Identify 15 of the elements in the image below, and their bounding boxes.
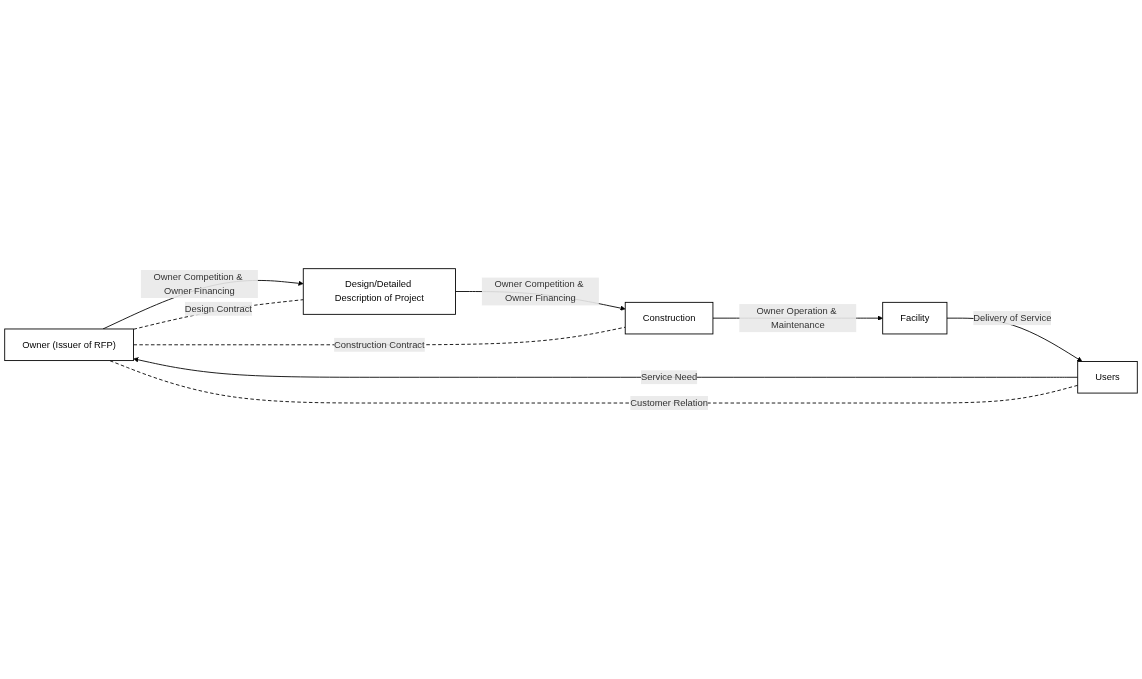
edge-label: Service Need [640, 372, 698, 383]
node-box: Owner (Issuer of RFP) [4, 328, 134, 362]
edge-label: Owner Operation & Maintenance [756, 305, 837, 330]
edge-label: Owner Competition & Owner Financing [494, 279, 584, 304]
node-box: Construction [624, 302, 714, 335]
node-box: Users [1077, 361, 1138, 394]
edge-label: Design Contract [184, 303, 252, 314]
node-box: Facility [882, 302, 948, 335]
connector [133, 299, 304, 330]
edge-label: Customer Relation [630, 397, 708, 408]
connector [109, 360, 1079, 404]
edge-label: Owner Competition & Owner Financing [153, 271, 243, 296]
edge-label: Delivery of Service [973, 313, 1052, 323]
node-box: Design/Detailed Description of Project [302, 268, 456, 315]
edge-label: Construction Contract [334, 339, 425, 350]
